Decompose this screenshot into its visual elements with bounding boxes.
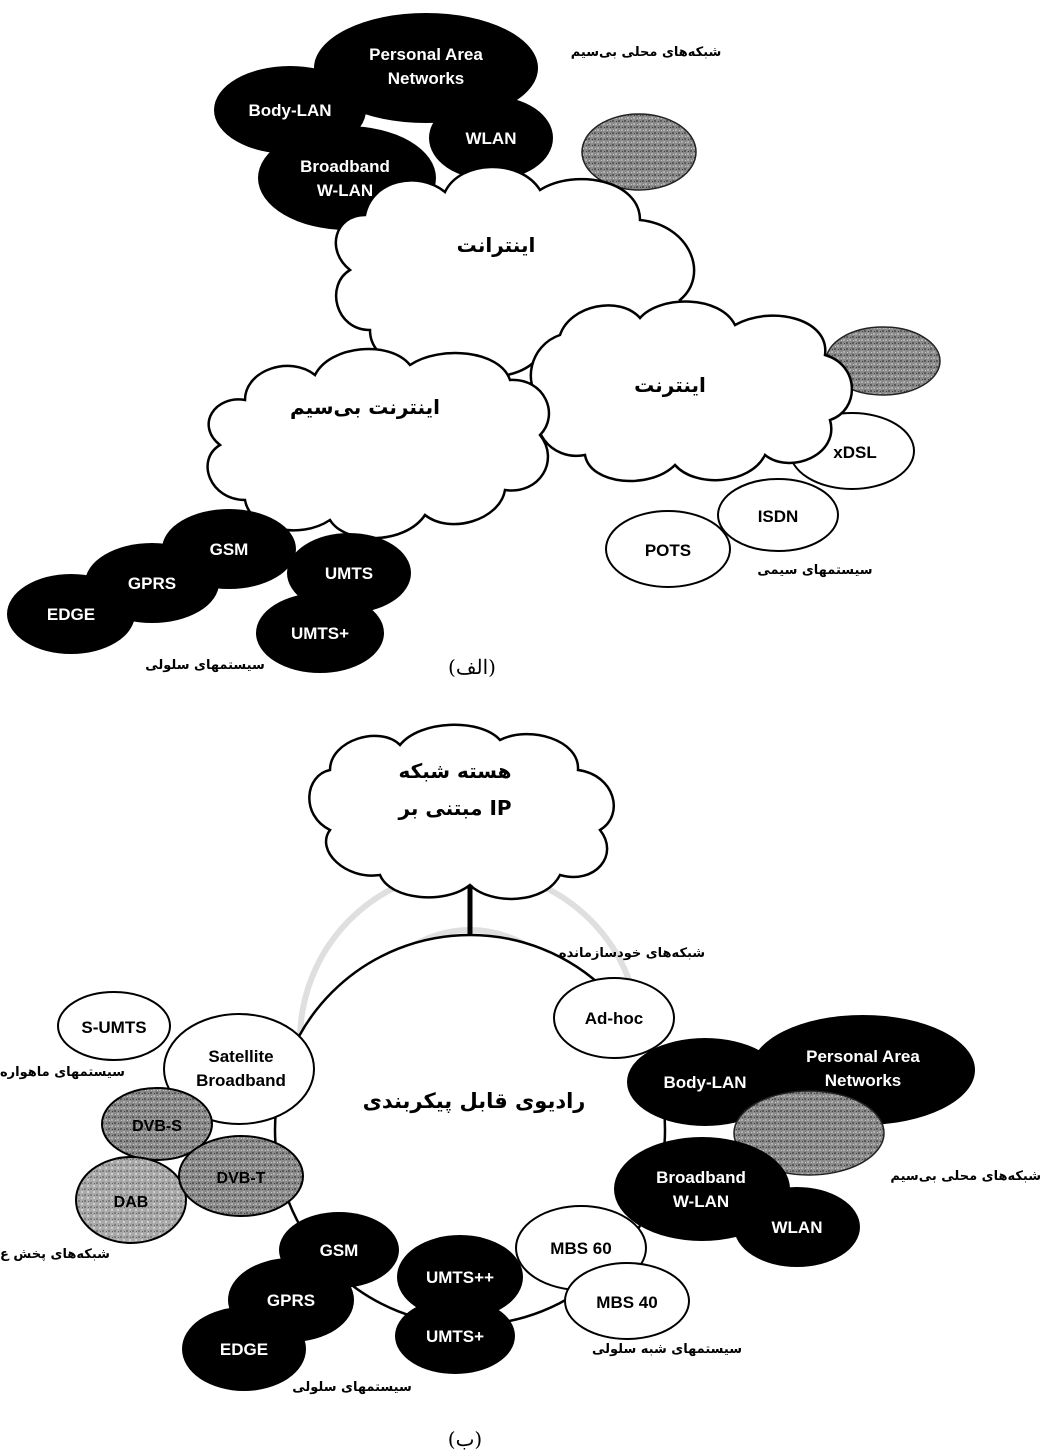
umts-plus-node-a (256, 593, 384, 673)
gsm-label-a: GSM (210, 540, 249, 559)
figure-label-b: (ب) (448, 1427, 482, 1451)
dvb-s-label: DVB-S (132, 1118, 182, 1135)
core-ip-cloud (308, 723, 616, 901)
wireless-internet-cloud (206, 347, 551, 540)
umts-plus-label-a: UMTS+ (291, 624, 349, 643)
internet-cloud (529, 300, 854, 483)
satellite-label-1: Satellite (208, 1047, 273, 1066)
umts-plus-label-b: UMTS+ (426, 1327, 484, 1346)
pan-label-b2: Networks (825, 1071, 902, 1090)
edge-node-b (182, 1307, 306, 1391)
mbs60-label: MBS 60 (550, 1239, 611, 1258)
umts-node-a (287, 533, 411, 613)
gprs-label-a: GPRS (128, 574, 176, 593)
dvb-t-node (178, 1135, 304, 1217)
pseudo-cellular-caption: سیستمهای شبه سلولی (592, 1342, 742, 1357)
gsm-label-b: GSM (320, 1241, 359, 1260)
center-label: رادیوی قابل پیکربندی (363, 1089, 586, 1113)
satellite-caption: سیستمهای ماهواره (0, 1065, 125, 1080)
umts-pp-node-b (397, 1235, 523, 1319)
diagram-b: هسته شبکه مبتنی بر IP شبکه‌های خودسازمان… (0, 723, 1041, 1451)
wlan-label-a: WLAN (466, 129, 517, 148)
broadband-label-b1: Broadband (656, 1168, 746, 1187)
core-label-2: مبتنی بر IP (397, 796, 511, 820)
mbs40-node (564, 1262, 690, 1340)
figure-label-a: (الف) (448, 655, 496, 679)
isdn-label-a: ISDN (758, 507, 799, 526)
broadband-label-a2: W-LAN (317, 181, 373, 200)
s-umts-node (57, 991, 171, 1061)
wlan-node-a (429, 96, 553, 180)
pots-node-a (605, 510, 731, 588)
adhoc-node (553, 977, 675, 1059)
dab-node (75, 1156, 187, 1244)
edge-label-a: EDGE (47, 605, 95, 624)
dab-label: DAB (114, 1194, 149, 1211)
broadband-label-a1: Broadband (300, 157, 390, 176)
umts-label-a: UMTS (325, 564, 373, 583)
edge-node-a (7, 574, 135, 654)
pan-node-a (314, 13, 538, 123)
body-lan-node-b (627, 1038, 783, 1126)
umts-pp-label-b: UMTS++ (426, 1268, 494, 1287)
grey-node-a1 (581, 113, 697, 191)
dvb-s-node (101, 1087, 213, 1161)
core-label-1: هسته شبکه (398, 759, 511, 783)
pan-label-a1: Personal Area (369, 45, 483, 64)
s-umts-label: S-UMTS (81, 1018, 146, 1037)
adhoc-label: Ad-hoc (585, 1009, 644, 1028)
satellite-label-2: Broadband (196, 1071, 286, 1090)
umts-plus-node-b (395, 1298, 515, 1374)
broadcast-caption: شبکه‌های پخش ع (0, 1247, 110, 1262)
dvb-t-label: DVB-T (217, 1170, 266, 1187)
body-lan-label-a: Body-LAN (248, 101, 331, 120)
pan-label-b1: Personal Area (806, 1047, 920, 1066)
internet-label: اینترنت (634, 373, 706, 397)
wlan-node-b (734, 1187, 860, 1267)
adhoc-caption: شبکه‌های خودسازمانده (559, 946, 705, 961)
edge-label-b: EDGE (220, 1340, 268, 1359)
cellular-caption-a: سیستمهای سلولی (145, 658, 265, 673)
wired-caption-a: سیستمهای سیمی (757, 563, 872, 578)
mbs40-label: MBS 40 (596, 1293, 657, 1312)
broadband-label-b2: W-LAN (673, 1192, 729, 1211)
pan-label-a2: Networks (388, 69, 465, 88)
intranet-label: اینترانت (457, 233, 536, 257)
diagram-a: شبکه‌های محلی بی‌سیم Personal Area Netwo… (7, 13, 941, 679)
pots-label-a: POTS (645, 541, 691, 560)
cellular-caption-b: سیستمهای سلولی (292, 1380, 412, 1395)
wireless-lan-caption-b: شبکه‌های محلی بی‌سیم (890, 1169, 1041, 1184)
gprs-label-b: GPRS (267, 1291, 315, 1310)
grey-node-b (733, 1090, 885, 1176)
satellite-broadband-node (163, 1013, 315, 1125)
wlan-label-b: WLAN (772, 1218, 823, 1237)
wireless-internet-label: اینترنت بی‌سیم (290, 395, 440, 419)
isdn-node-a (717, 478, 839, 552)
wireless-lan-caption-a: شبکه‌های محلی بی‌سیم (571, 45, 722, 60)
xdsl-label-a: xDSL (833, 443, 876, 462)
body-lan-label-b: Body-LAN (663, 1073, 746, 1092)
